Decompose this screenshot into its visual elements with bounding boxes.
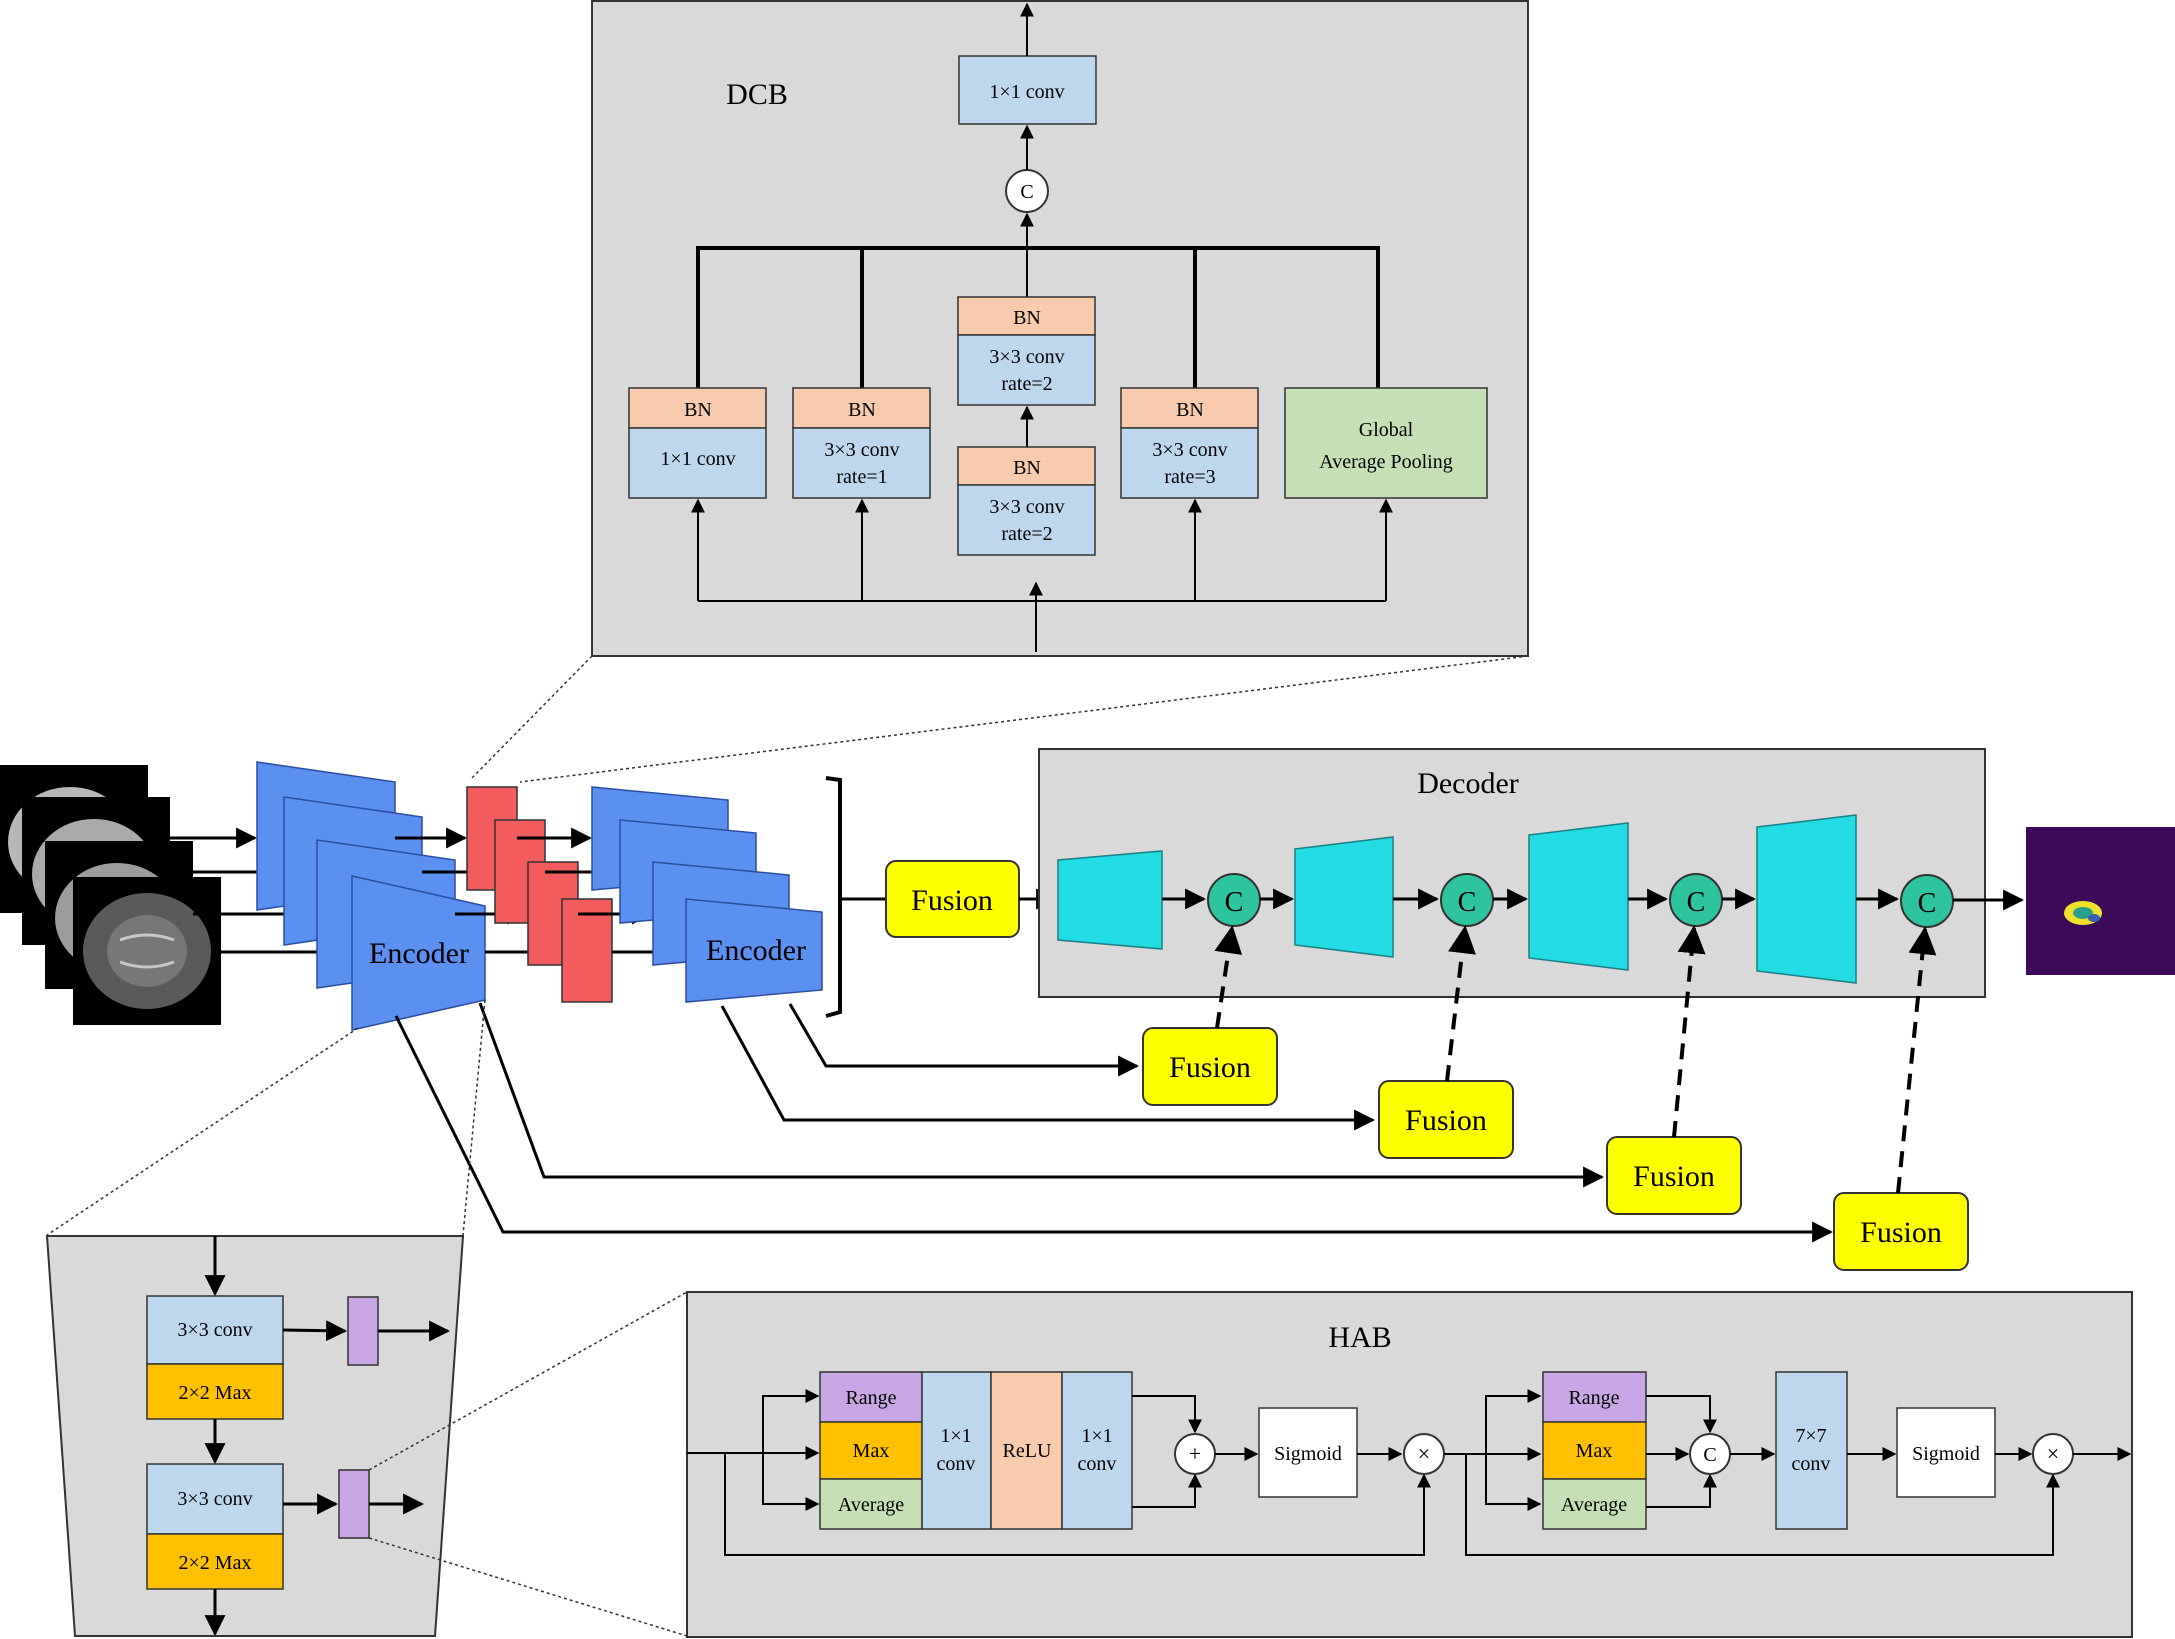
decoder-panel: Decoder C C C C: [1038, 748, 1986, 998]
decoder-title: Decoder: [1417, 767, 1519, 800]
fusion-skip-2: Fusion: [1405, 1104, 1487, 1137]
decoder-concat-4: C: [1918, 888, 1937, 919]
enc-conv-1: 3×3 conv: [177, 1319, 252, 1341]
dcb-branch2-l2: rate=1: [836, 466, 887, 488]
dcb-top-conv: 1×1 conv: [989, 81, 1064, 103]
encoder-detail-panel: 3×3 conv 2×2 Max 3×3 conv 2×2 Max: [45, 1235, 465, 1637]
hab-panel: HAB Range Max Average 1×1 conv ReLU 1×1 …: [686, 1291, 2133, 1638]
dcb-branch3a-l1: 3×3 conv: [989, 346, 1064, 368]
hab-conv2-l1: 1×1: [1081, 1425, 1112, 1447]
dcb-concat: C: [1020, 181, 1033, 203]
dcb-branch3a-l2: rate=2: [1001, 373, 1052, 395]
dcb-bn-1: BN: [684, 399, 712, 421]
fusion-skip-1: Fusion: [1169, 1051, 1251, 1084]
fusion-skip-3: Fusion: [1633, 1160, 1715, 1193]
enc-pool-1: 2×2 Max: [179, 1382, 252, 1404]
dcb-bn-3b: BN: [1013, 457, 1041, 479]
enc-pool-2: 2×2 Max: [179, 1552, 252, 1574]
hab-relu: ReLU: [1003, 1440, 1052, 1462]
enc-conv-2: 3×3 conv: [177, 1488, 252, 1510]
hab-plus: +: [1189, 1441, 1201, 1466]
dcb-bn-2: BN: [848, 399, 876, 421]
hab-conv1-l2: conv: [937, 1453, 976, 1475]
dcb-bn-4: BN: [1176, 399, 1204, 421]
hab-average-2: Average: [1561, 1494, 1627, 1516]
dcb-gap-l1: Global: [1359, 419, 1414, 441]
hab-range-1: Range: [845, 1387, 896, 1409]
hab-range-2: Range: [1568, 1387, 1619, 1409]
dcb-title: DCB: [726, 78, 788, 111]
encoder-stack-left: Encoder: [256, 761, 486, 1031]
fusion-skip-4: Fusion: [1860, 1216, 1942, 1249]
dcb-gap-l2: Average Pooling: [1319, 451, 1453, 473]
hab-sigmoid-2: Sigmoid: [1912, 1443, 1980, 1465]
hab-sigmoid-1: Sigmoid: [1274, 1443, 1342, 1465]
dcb-feature-blocks: [466, 786, 613, 1003]
hab-conv1-l1: 1×1: [940, 1425, 971, 1447]
dcb-branch4-l1: 3×3 conv: [1152, 439, 1227, 461]
fusion-main-label: Fusion: [911, 884, 993, 917]
hab-conv7-l1: 7×7: [1795, 1425, 1826, 1447]
output-segmentation: [2026, 827, 2175, 975]
encoder-label-left: Encoder: [369, 937, 469, 970]
dcb-branch1-conv: 1×1 conv: [660, 448, 735, 470]
dcb-branch3b-l1: 3×3 conv: [989, 496, 1064, 518]
hab-max-1: Max: [853, 1440, 890, 1462]
dcb-branch3b-l2: rate=2: [1001, 523, 1052, 545]
dcb-bn-3a: BN: [1013, 307, 1041, 329]
dcb-branch4-l2: rate=3: [1164, 466, 1215, 488]
decoder-concat-3: C: [1687, 887, 1706, 918]
encoder-label-right: Encoder: [706, 934, 806, 967]
input-mri-stack: [0, 765, 221, 1025]
dcb-panel: DCB 1×1 conv C BN 1×1 conv BN 3×3 conv r…: [591, 0, 1529, 657]
hab-times-1: ×: [1418, 1441, 1430, 1466]
hab-title: HAB: [1328, 1321, 1391, 1354]
encoder-stack-right: Encoder: [591, 786, 823, 1003]
hab-times-2: ×: [2047, 1441, 2059, 1466]
hab-max-2: Max: [1576, 1440, 1613, 1462]
decoder-concat-1: C: [1225, 887, 1244, 918]
decoder-concat-2: C: [1458, 887, 1477, 918]
dcb-branch2-l1: 3×3 conv: [824, 439, 899, 461]
hab-average-1: Average: [838, 1494, 904, 1516]
hab-conv7-l2: conv: [1792, 1453, 1831, 1475]
hab-conv2-l2: conv: [1078, 1453, 1117, 1475]
hab-concat: C: [1703, 1444, 1716, 1466]
